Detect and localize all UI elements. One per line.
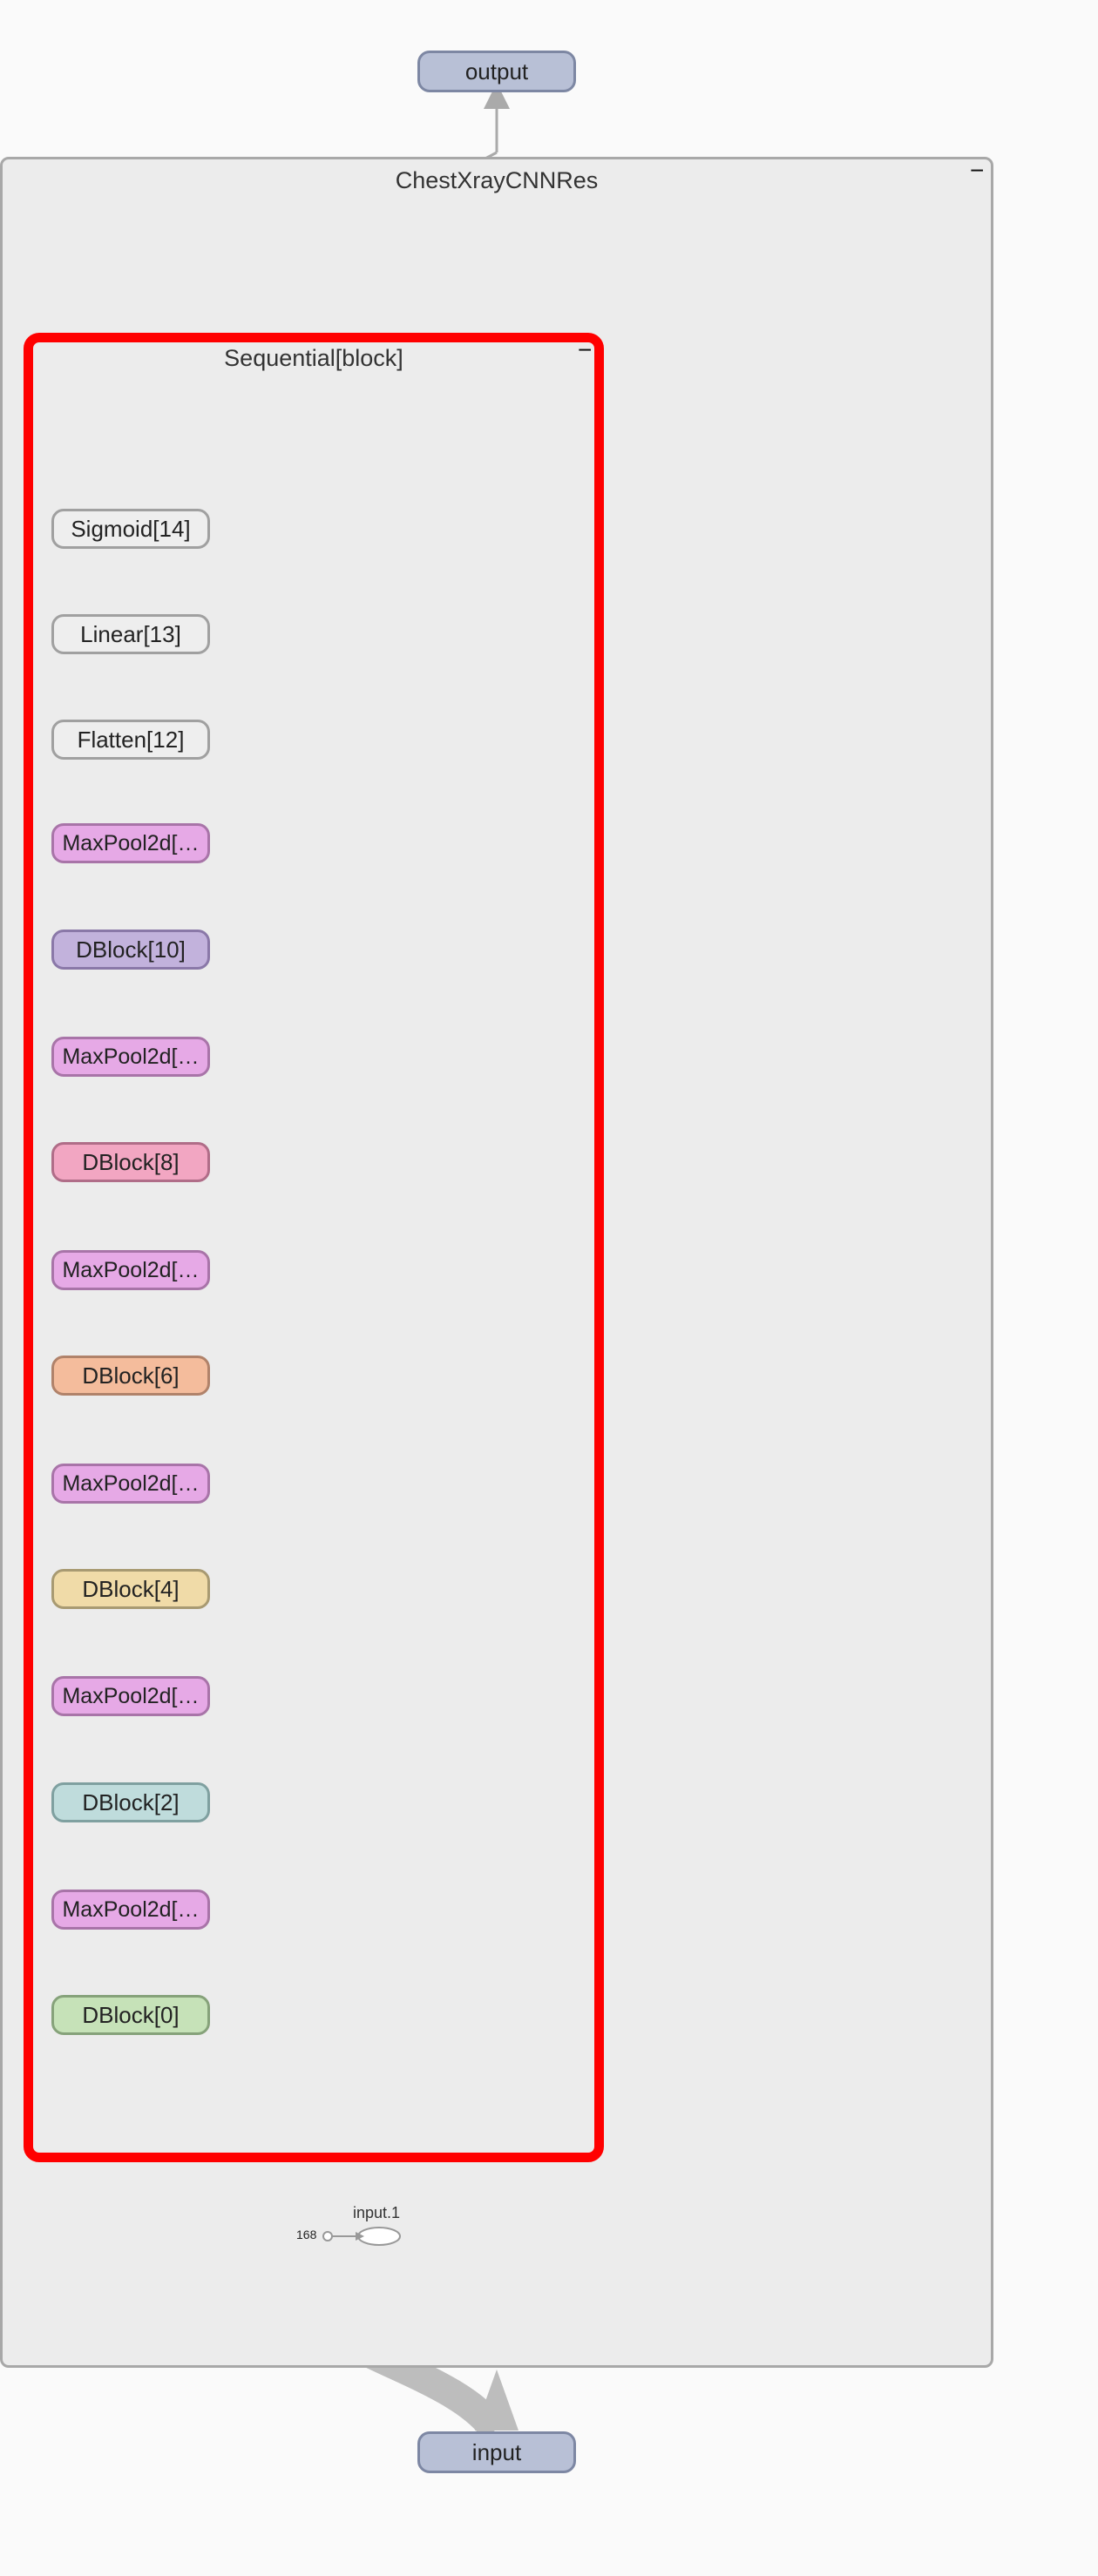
node-dblock-4[interactable]: DBlock[4] <box>51 1569 210 1609</box>
input1-label: input.1 <box>353 2204 401 2221</box>
node-maxpool2d-5[interactable]: MaxPool2d[… <box>51 1464 210 1504</box>
node-maxpool2d-7[interactable]: MaxPool2d[… <box>51 1250 210 1290</box>
node-dblock-2[interactable]: DBlock[2] <box>51 1782 210 1822</box>
const-168-label: 168 <box>296 2228 317 2241</box>
node-dblock-10[interactable]: DBlock[10] <box>51 930 210 970</box>
node-maxpool2d-11[interactable]: MaxPool2d[… <box>51 823 210 863</box>
node-sigmoid-14[interactable]: Sigmoid[14] <box>51 509 210 549</box>
root-cluster-title: ChestXrayCNNRes <box>395 167 599 193</box>
sequential-cluster-collapse-button[interactable]: − <box>578 336 593 363</box>
node-maxpool2d-9[interactable]: MaxPool2d[… <box>51 1037 210 1077</box>
node-dblock-6[interactable]: DBlock[6] <box>51 1356 210 1396</box>
sequential-cluster-title: Sequential[block] <box>224 345 403 371</box>
node-dblock-8[interactable]: DBlock[8] <box>51 1142 210 1182</box>
output-node[interactable]: output <box>417 51 576 92</box>
const-168-connector <box>322 2231 364 2241</box>
root-cluster-collapse-button[interactable]: − <box>970 157 985 184</box>
sequential-cluster <box>24 333 604 2162</box>
node-maxpool2d-3[interactable]: MaxPool2d[… <box>51 1676 210 1716</box>
node-dblock-0[interactable]: DBlock[0] <box>51 1995 210 2035</box>
edge-arrowhead-input-bottom <box>475 2370 518 2431</box>
node-flatten-12[interactable]: Flatten[12] <box>51 720 210 760</box>
input-node[interactable]: input <box>417 2431 576 2473</box>
node-linear-13[interactable]: Linear[13] <box>51 614 210 654</box>
node-maxpool2d-1[interactable]: MaxPool2d[… <box>51 1890 210 1930</box>
